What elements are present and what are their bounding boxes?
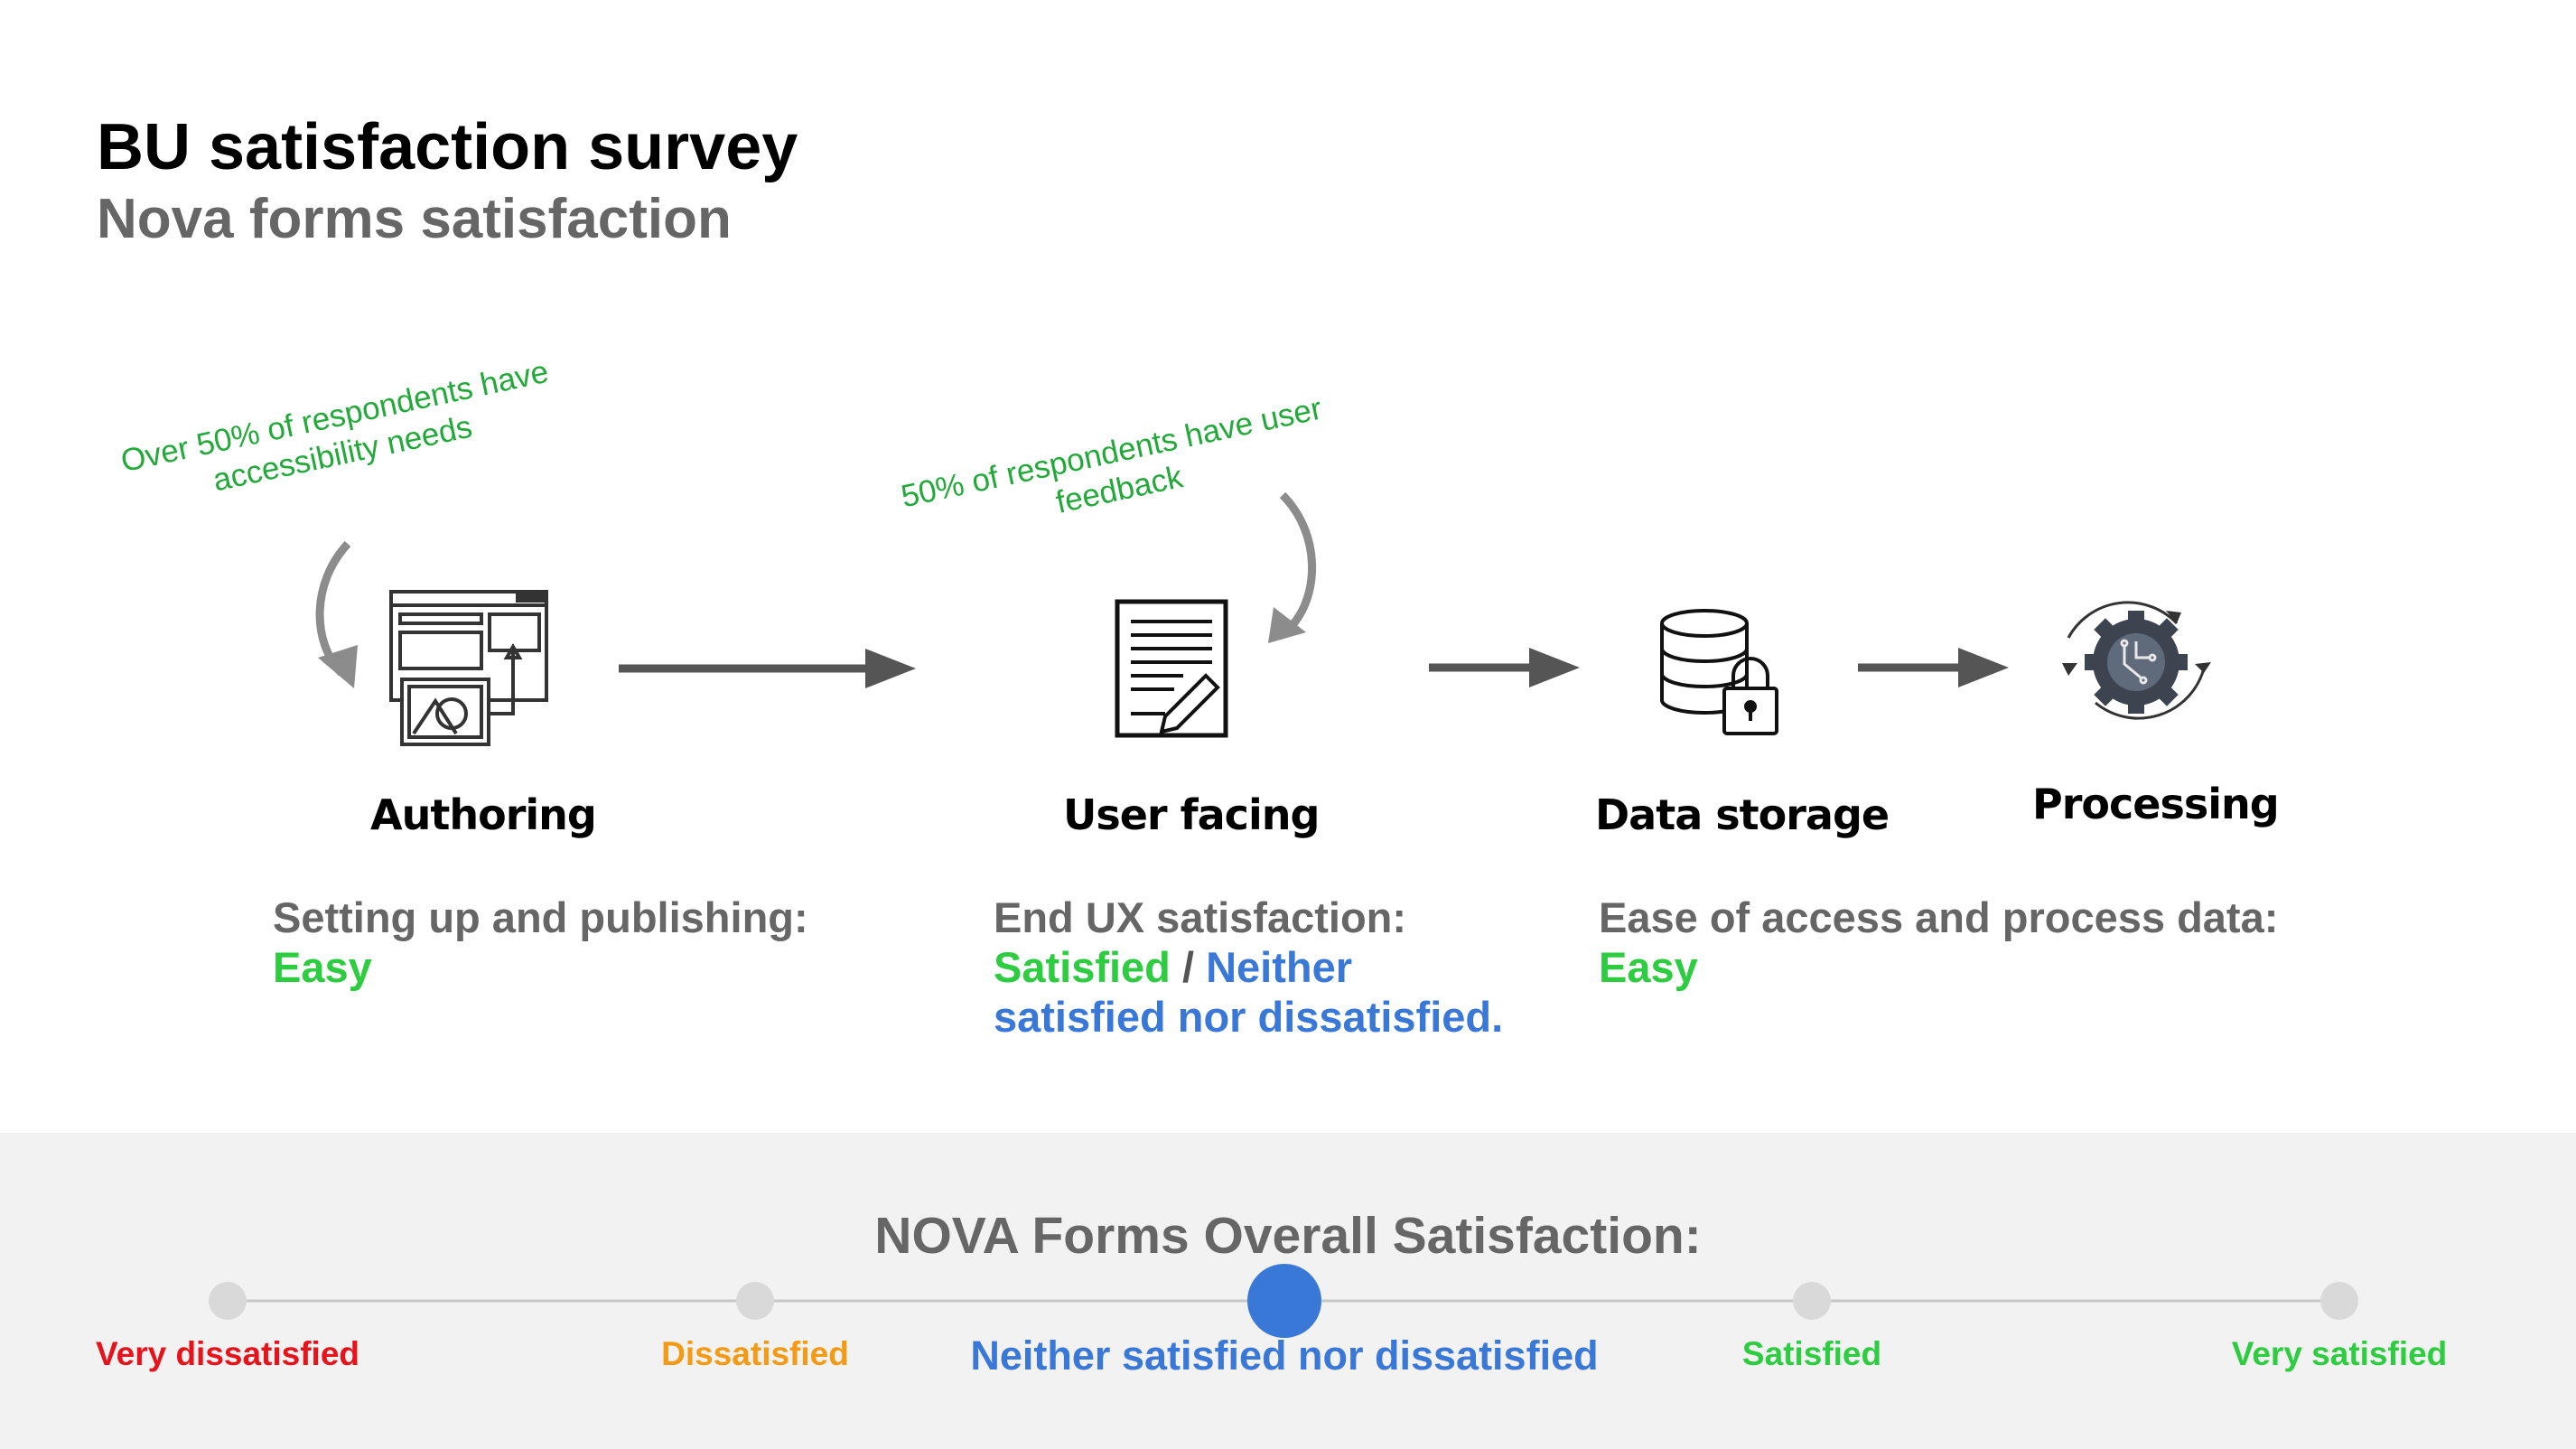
scale-label-1: Dissatisfied [661,1335,849,1372]
stage-label-user-facing: User facing [1063,790,1320,839]
authoring-description-heading: Setting up and publishing: [273,893,808,941]
document-edit-icon [1115,599,1228,738]
authoring-description-value: Easy [273,943,372,991]
user-facing-value-separator: / [1170,943,1207,991]
data-description-value: Easy [1599,943,1698,991]
page-title: BU satisfaction survey [97,111,798,183]
layout-editor-icon [389,590,548,746]
scale-label-3: Satisfied [1741,1335,1882,1372]
user-facing-value-satisfied: Satisfied [994,943,1171,991]
scale-label-2: Neither satisfied nor dissatisfied [970,1332,1599,1379]
scale-label-4: Very satisfied [2231,1335,2448,1372]
user-facing-description-heading: End UX satisfaction: [994,893,1407,941]
stage-label-processing: Processing [2032,780,2280,828]
authoring-description: Setting up and publishing: Easy [273,893,808,992]
data-description-heading: Ease of access and process data: [1599,893,2279,941]
arrow-data-storage-to-processing [1858,648,2009,687]
scale-marker-4 [2320,1282,2358,1320]
database-lock-icon [1660,609,1778,735]
user-facing-description: End UX satisfaction: Satisfied / Neither… [994,893,1503,1042]
flow-diagram [315,491,2211,746]
user-facing-curved-arrow [1268,491,1316,643]
scale-marker-0 [209,1282,247,1320]
authoring-curved-arrow [315,540,358,688]
arrow-authoring-to-user-facing [619,649,916,688]
user-facing-value-neither-line-1: Neither [1206,943,1353,991]
scale-marker-1 [736,1282,774,1320]
page-subtitle: Nova forms satisfaction [97,188,732,250]
arrow-user-facing-to-data-storage [1429,648,1580,687]
user-facing-value-neither-line-2: satisfied nor dissatisfied. [994,993,1504,1041]
scale-marker-2 [1247,1264,1321,1338]
overall-satisfaction-title: NOVA Forms Overall Satisfaction: [874,1207,1702,1265]
scale-marker-3 [1793,1282,1831,1320]
stage-label-data-storage: Data storage [1595,790,1890,839]
data-description: Ease of access and process data: Easy [1599,893,2278,992]
stage-label-authoring: Authoring [370,790,597,839]
scale-label-0: Very dissatisfied [95,1335,360,1372]
